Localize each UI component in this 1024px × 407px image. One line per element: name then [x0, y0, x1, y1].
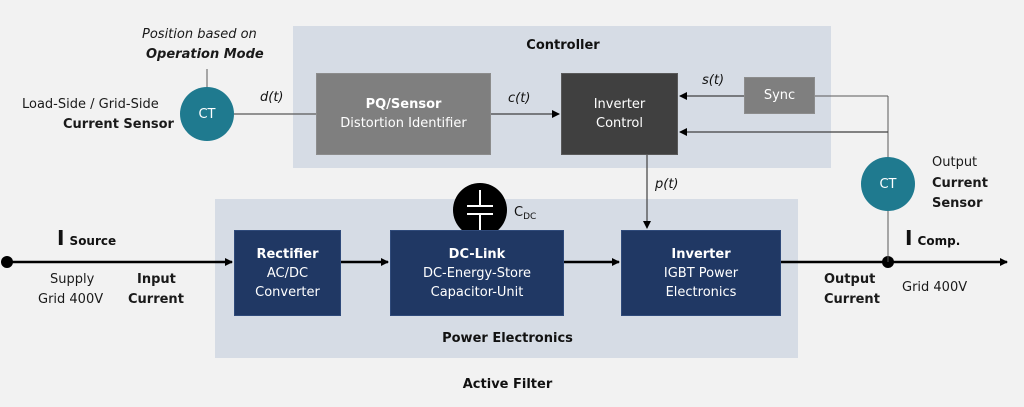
supply-line2: Grid 400V — [38, 292, 104, 307]
sync-label: Sync — [763, 88, 796, 103]
output-current-label: I Comp. — [905, 226, 960, 250]
dc-link-block[interactable]: DC-Link DC-Energy-Store Capacitor-Unit — [390, 230, 564, 316]
left-sensor-label-line1: Load-Side / Grid-Side — [22, 97, 159, 112]
active-filter-title: Active Filter — [462, 377, 553, 392]
rectifier-block[interactable]: Rectifier AC/DC Converter — [234, 230, 341, 316]
left-sensor-label-line2: Current Sensor — [63, 117, 174, 132]
capacitor-label: CDC — [514, 201, 537, 222]
rectifier-line2: Converter — [255, 284, 320, 300]
output-ct-label: CT — [879, 176, 897, 192]
capacitor-subscript: DC — [523, 212, 537, 222]
pq-sensor-subtitle: Distortion Identifier — [340, 116, 467, 131]
signal-d-label: d(t) — [260, 90, 284, 105]
output-ct-sensor[interactable]: CT — [861, 157, 915, 211]
power-electronics-title: Power Electronics — [442, 331, 573, 346]
source-current-label: I Source — [57, 226, 116, 250]
dc-link-title: DC-Link — [448, 246, 506, 262]
output-current-line1: Output — [824, 272, 876, 287]
pq-sensor-title: PQ/Sensor — [365, 97, 442, 112]
dc-link-line1: DC-Energy-Store — [422, 265, 532, 281]
output-current-subscript: Comp. — [917, 234, 961, 248]
output-grid-label: Grid 400V — [902, 280, 968, 295]
output-sensor-label-line2: Current — [932, 176, 988, 191]
inverter-title: Inverter — [671, 246, 731, 262]
output-current-symbol: I — [905, 226, 913, 250]
position-note-line1: Position based on — [142, 27, 257, 42]
signal-p-label: p(t) — [655, 177, 679, 192]
inverter-block[interactable]: Inverter IGBT Power Electronics — [621, 230, 781, 316]
left-ct-label: CT — [198, 106, 216, 122]
output-current-line2: Current — [824, 292, 880, 307]
inverter-control-line1: Inverter — [593, 97, 646, 112]
input-current-line2: Current — [128, 292, 184, 307]
inverter-line1: IGBT Power — [663, 265, 739, 281]
supply-line1: Supply — [50, 272, 95, 287]
rectifier-line1: AC/DC — [266, 265, 309, 281]
inverter-control-line2: Control — [596, 116, 643, 131]
input-current-line1: Input — [137, 272, 176, 287]
inverter-control-block[interactable]: Inverter Control — [561, 73, 678, 155]
capacitor-symbol: C — [514, 205, 524, 220]
pq-sensor-block[interactable]: PQ/Sensor Distortion Identifier — [316, 73, 491, 155]
controller-title: Controller — [526, 38, 600, 53]
left-ct-sensor[interactable]: CT — [180, 87, 234, 141]
source-current-subscript: Source — [69, 234, 117, 248]
signal-s-label: s(t) — [702, 73, 725, 88]
output-sensor-label-line1: Output — [932, 155, 978, 170]
signal-c-label: c(t) — [508, 91, 531, 106]
sync-block[interactable]: Sync — [744, 77, 815, 114]
output-sensor-label-line3: Sensor — [932, 196, 983, 211]
source-current-symbol: I — [57, 226, 65, 250]
rectifier-title: Rectifier — [256, 246, 319, 262]
inverter-line2: Electronics — [665, 284, 737, 300]
source-node-dot — [1, 256, 13, 268]
position-note-line2: Operation Mode — [146, 47, 264, 62]
capacitor-icon — [453, 183, 507, 237]
dc-link-line2: Capacitor-Unit — [430, 284, 524, 300]
